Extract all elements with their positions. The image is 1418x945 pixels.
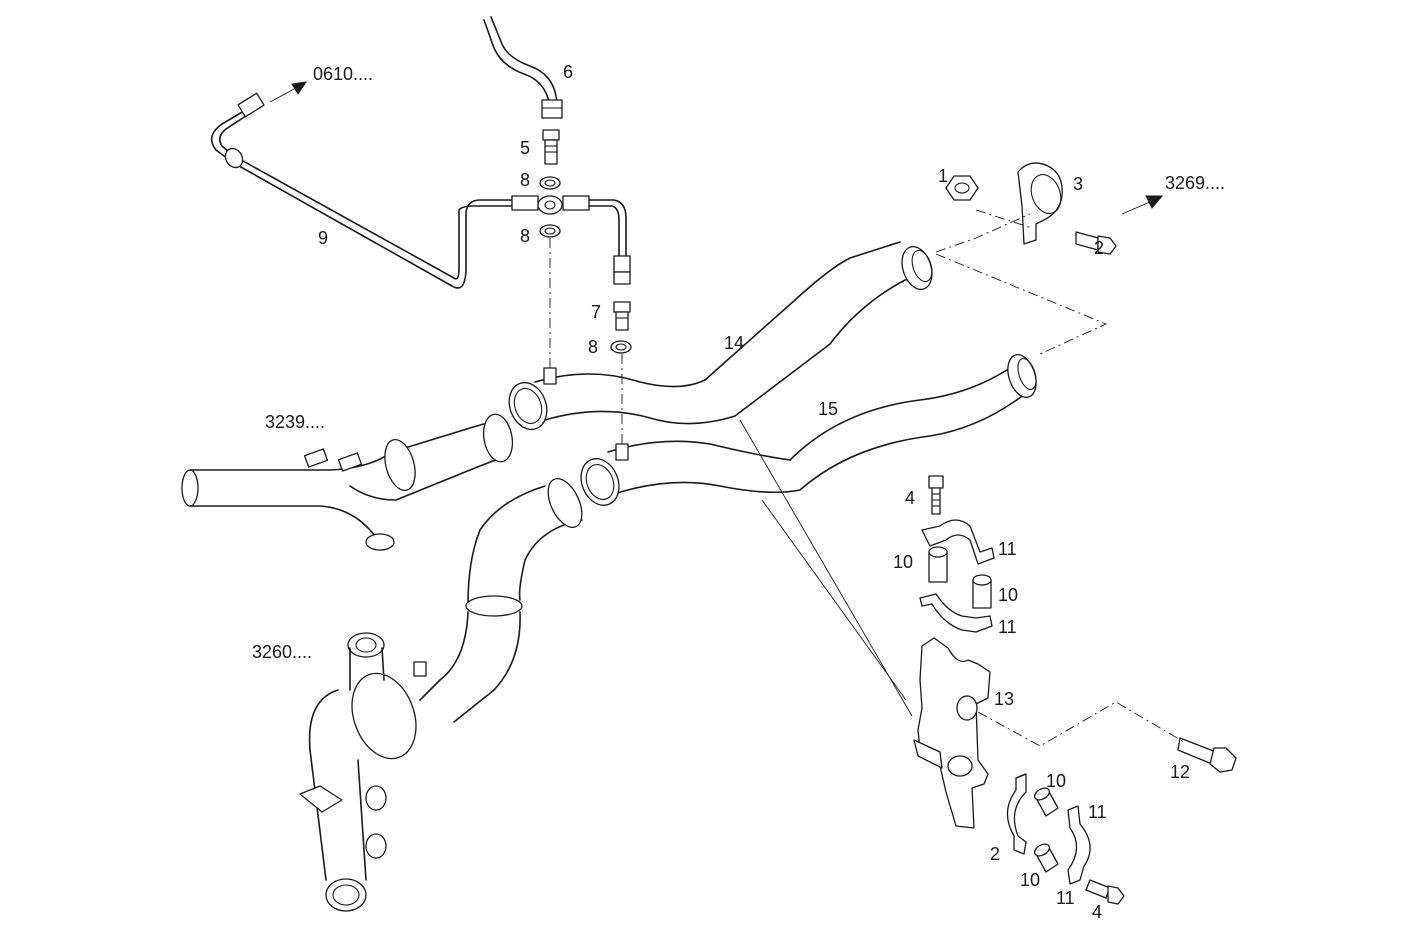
bolt-4-upper[interactable] <box>928 475 944 515</box>
clamp-11-lower-left[interactable] <box>1006 773 1027 855</box>
callout-1: 1 <box>938 166 948 186</box>
assembly-lines <box>549 209 1185 747</box>
callout-10-a: 10 <box>893 552 913 572</box>
callouts: 1 2 2 3 4 4 5 6 7 8 8 8 9 10 10 10 10 11… <box>318 62 1190 922</box>
callout-8-lower: 8 <box>588 337 598 357</box>
callout-4-upper: 4 <box>905 488 915 508</box>
leader-lines <box>739 419 913 717</box>
reference-3239[interactable]: 3239.... <box>265 412 325 432</box>
washer-8-bottom[interactable] <box>539 224 561 238</box>
callout-3: 3 <box>1073 174 1083 194</box>
reference-3269[interactable]: 3269.... <box>1165 173 1225 193</box>
callout-10-d: 10 <box>1020 870 1040 890</box>
bushing-10-d[interactable] <box>1033 842 1059 873</box>
bracket-3[interactable] <box>1017 162 1066 245</box>
bolt-2-lower[interactable] <box>1015 773 1027 779</box>
callout-8-bottom: 8 <box>520 226 530 246</box>
hose-15[interactable] <box>574 351 1041 511</box>
washer-8-top[interactable] <box>539 176 561 190</box>
callout-11-c: 11 <box>1088 802 1107 822</box>
callout-4-lower: 4 <box>1092 902 1102 922</box>
connector-7[interactable] <box>613 301 631 331</box>
pipe-9[interactable] <box>210 92 516 289</box>
hose-14[interactable] <box>503 241 937 435</box>
bolt-2-upper[interactable] <box>1075 231 1117 255</box>
nut-1[interactable] <box>945 175 979 201</box>
callout-2-upper: 2 <box>1094 238 1104 258</box>
bolt-12[interactable] <box>1177 737 1237 773</box>
callout-8-top: 8 <box>520 170 530 190</box>
union-5[interactable] <box>542 129 560 165</box>
assembly-3239[interactable] <box>181 412 516 551</box>
callout-11-a: 11 <box>998 539 1017 559</box>
reference-3260[interactable]: 3260.... <box>252 642 312 662</box>
arrow-3269 <box>1121 195 1164 215</box>
callout-15: 15 <box>818 399 838 419</box>
bushing-10-a[interactable] <box>928 546 948 583</box>
callout-11-d: 11 <box>1056 888 1075 908</box>
clamp-11-upper[interactable] <box>921 519 995 565</box>
callout-5: 5 <box>520 138 530 158</box>
arrow-0610 <box>269 81 308 103</box>
t-fitting[interactable] <box>511 195 590 215</box>
callout-10-b: 10 <box>998 585 1018 605</box>
assembly-3260[interactable] <box>299 474 589 912</box>
clamp-11-middle[interactable] <box>919 593 993 633</box>
reference-0610[interactable]: 0610.... <box>313 64 373 84</box>
clamp-11-lower-right[interactable] <box>1067 805 1091 885</box>
bolt-4-lower[interactable] <box>1085 879 1125 905</box>
pipe-right-branch[interactable] <box>588 199 631 285</box>
hose-6[interactable] <box>483 16 563 119</box>
callout-14: 14 <box>724 333 744 353</box>
bushing-10-c[interactable] <box>1033 786 1059 817</box>
bracket-13[interactable] <box>913 637 991 829</box>
callout-2-lower: 2 <box>990 844 1000 864</box>
callout-10-c: 10 <box>1046 771 1066 791</box>
bushing-10-b[interactable] <box>972 574 992 609</box>
references: 0610.... 3269.... 3239.... 3260.... <box>252 64 1225 662</box>
callout-12: 12 <box>1170 762 1190 782</box>
callout-6: 6 <box>563 62 573 82</box>
callout-7: 7 <box>591 302 601 322</box>
callout-13: 13 <box>994 689 1014 709</box>
washer-8-lower[interactable] <box>610 340 632 354</box>
callout-11-b: 11 <box>998 617 1017 637</box>
callout-9: 9 <box>318 228 328 248</box>
